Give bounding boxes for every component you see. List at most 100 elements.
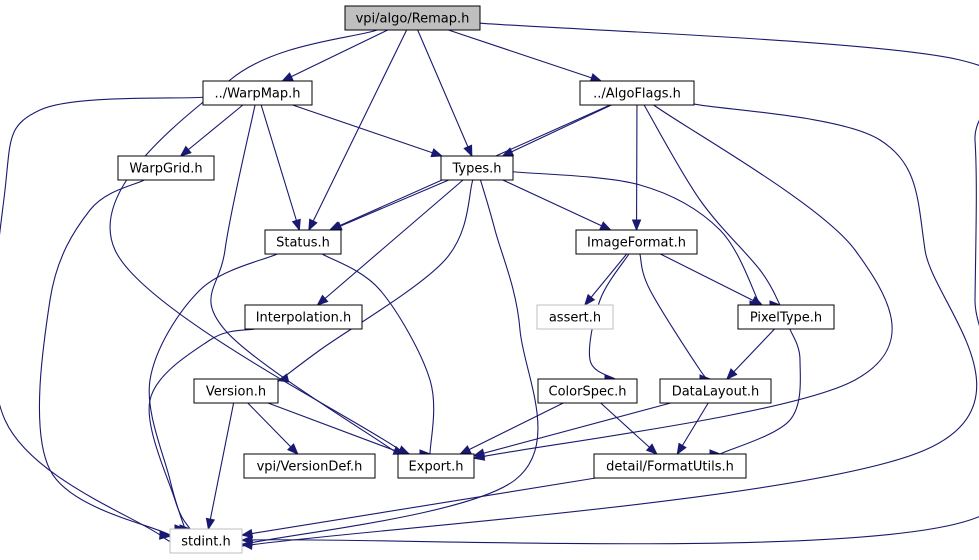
edge-line bbox=[210, 104, 413, 465]
node-box bbox=[659, 378, 772, 404]
edge-line bbox=[660, 253, 763, 306]
node-box bbox=[193, 378, 279, 404]
edge-warpmap-to-export bbox=[210, 104, 413, 465]
edge-line bbox=[148, 328, 255, 532]
node-label: Version.h bbox=[206, 385, 266, 400]
edge-algoflags-to-imageformat bbox=[631, 104, 642, 232]
node-algoflags[interactable]: ../AlgoFlags.h bbox=[579, 80, 695, 106]
node-status[interactable]: Status.h bbox=[264, 229, 342, 255]
node-label: Export.h bbox=[409, 460, 464, 475]
edge-algoflags-to-pixeltype bbox=[643, 104, 783, 310]
node-label: ColorSpec.h bbox=[549, 385, 627, 400]
edge-line bbox=[180, 104, 244, 157]
edge-line bbox=[260, 104, 300, 231]
node-box bbox=[536, 304, 614, 330]
arrowhead bbox=[459, 445, 472, 455]
edge-warpgrid-to-stdint bbox=[38, 179, 180, 541]
arrowhead bbox=[240, 528, 254, 539]
edge-line bbox=[207, 402, 235, 530]
arrowhead bbox=[287, 443, 299, 455]
edge-line bbox=[502, 179, 611, 231]
edge-remap-to-warpmap bbox=[281, 29, 388, 82]
node-box bbox=[243, 453, 376, 479]
arrowhead bbox=[472, 448, 486, 458]
edge-pixeltype-to-datalayout bbox=[726, 328, 775, 380]
edge-line bbox=[331, 179, 449, 231]
edge-line bbox=[282, 29, 388, 82]
edge-line bbox=[267, 402, 405, 455]
node-label: ImageFormat.h bbox=[587, 236, 686, 251]
arrowhead bbox=[726, 368, 738, 380]
node-box bbox=[440, 155, 514, 181]
arrowhead bbox=[676, 442, 687, 456]
node-datalayout[interactable]: DataLayout.h bbox=[659, 378, 772, 404]
edge-line bbox=[317, 179, 464, 306]
node-types[interactable]: Types.h bbox=[440, 155, 514, 181]
node-label: ../WarpMap.h bbox=[214, 87, 300, 102]
node-box bbox=[737, 304, 835, 330]
edge-line bbox=[502, 104, 612, 157]
node-colorspec[interactable]: ColorSpec.h bbox=[537, 378, 638, 404]
node-label: Interpolation.h bbox=[256, 311, 352, 326]
node-pixeltype[interactable]: PixelType.h bbox=[737, 304, 835, 330]
node-box bbox=[575, 229, 698, 255]
node-assert: assert.h bbox=[536, 304, 614, 330]
arrowhead bbox=[308, 218, 318, 232]
node-export[interactable]: Export.h bbox=[397, 453, 475, 479]
node-label: WarpGrid.h bbox=[129, 162, 202, 177]
edge-types-to-interpolation bbox=[316, 179, 464, 306]
edge-warpmap-to-status bbox=[260, 104, 301, 232]
node-formatutils[interactable]: detail/FormatUtils.h bbox=[593, 453, 747, 479]
node-imageformat[interactable]: ImageFormat.h bbox=[575, 229, 698, 255]
node-label: PixelType.h bbox=[750, 311, 822, 326]
node-warpgrid[interactable]: WarpGrid.h bbox=[117, 155, 215, 181]
edge-remap-to-status bbox=[308, 29, 408, 232]
edge-line bbox=[726, 328, 775, 380]
edge-algoflags-to-types bbox=[501, 104, 612, 157]
node-box bbox=[579, 80, 695, 106]
arrowhead bbox=[205, 517, 216, 531]
node-box bbox=[537, 378, 638, 404]
arrowhead bbox=[645, 443, 658, 455]
arrowhead bbox=[583, 293, 596, 307]
node-label: Types.h bbox=[451, 162, 501, 177]
edge-imageformat-to-pixeltype bbox=[660, 253, 764, 306]
arrowhead bbox=[159, 530, 172, 540]
edge-line bbox=[459, 402, 564, 455]
edge-datalayout-to-export bbox=[472, 402, 671, 458]
edge-imageformat-to-assert bbox=[583, 253, 628, 307]
edge-line bbox=[308, 29, 408, 231]
edge-warpmap-to-warpgrid bbox=[179, 104, 244, 157]
node-interpolation[interactable]: Interpolation.h bbox=[244, 304, 363, 330]
arrowhead bbox=[281, 72, 294, 82]
nodes-layer: vpi/algo/Remap.h ../WarpMap.h ../AlgoFlags… bbox=[117, 5, 835, 554]
node-remap[interactable]: vpi/algo/Remap.h bbox=[344, 5, 481, 31]
node-warpmap[interactable]: ../WarpMap.h bbox=[202, 80, 313, 106]
arrowhead bbox=[179, 145, 192, 157]
edge-warpmap-to-types bbox=[292, 104, 444, 158]
edge-line bbox=[38, 179, 180, 541]
arrowhead bbox=[599, 221, 612, 231]
node-box bbox=[264, 229, 342, 255]
edge-formatutils-to-stdint bbox=[240, 477, 596, 539]
node-versiondef[interactable]: vpi/VersionDef.h bbox=[243, 453, 376, 479]
node-label: stdint.h bbox=[181, 535, 230, 550]
edge-line bbox=[247, 402, 299, 455]
node-box bbox=[117, 155, 215, 181]
edge-line bbox=[0, 96, 204, 545]
edge-interpolation-to-stdint bbox=[148, 328, 255, 534]
edge-line bbox=[193, 22, 979, 545]
edge-remap-to-algoflags bbox=[448, 29, 603, 83]
edge-line bbox=[473, 402, 671, 457]
edge-line bbox=[292, 104, 443, 157]
node-version[interactable]: Version.h bbox=[193, 378, 279, 404]
edge-line bbox=[639, 253, 712, 381]
arrowhead bbox=[291, 218, 301, 232]
node-box bbox=[344, 5, 481, 31]
arrowhead bbox=[316, 294, 329, 306]
edge-line bbox=[241, 477, 596, 536]
edge-colorspec-to-formatutils bbox=[600, 402, 658, 455]
arrowhead bbox=[631, 219, 642, 232]
node-label: ../AlgoFlags.h bbox=[593, 87, 681, 102]
